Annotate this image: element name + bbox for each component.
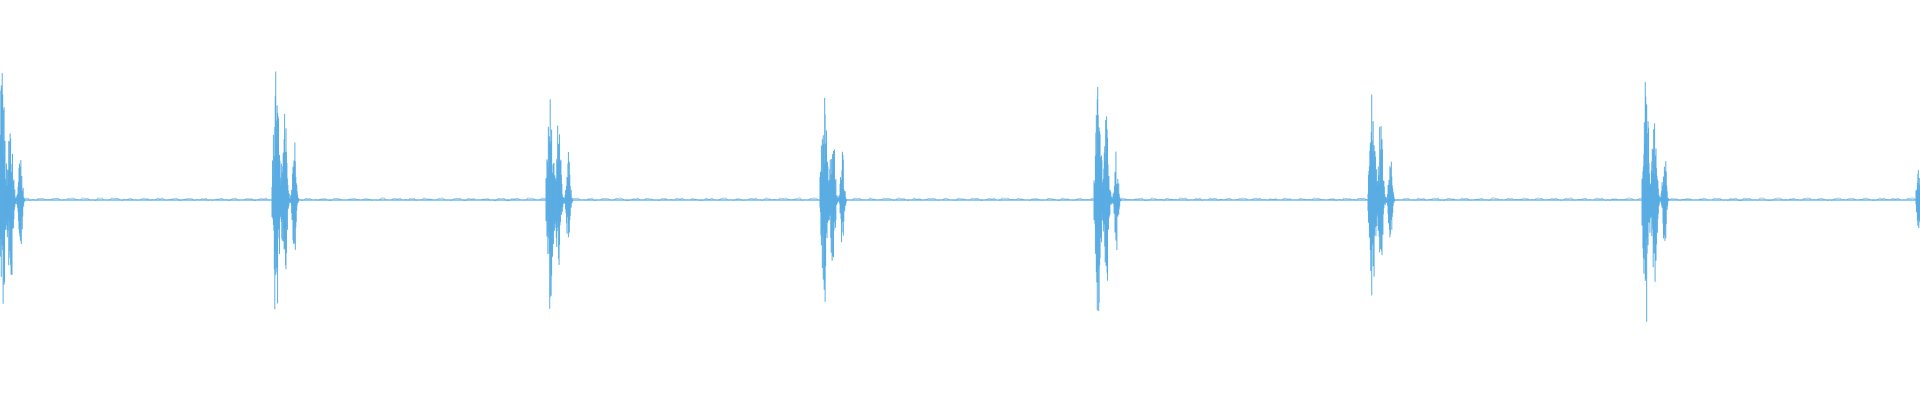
- waveform-noise-floor: [0, 197, 1919, 202]
- waveform-burst: [1915, 169, 1920, 228]
- waveform-burst: [1641, 81, 1671, 322]
- waveform-baseline-group: [0, 197, 1920, 202]
- waveform-bursts-group: [0, 71, 1920, 322]
- waveform-burst: [819, 97, 849, 302]
- waveform-burst: [545, 99, 575, 309]
- waveform-burst: [0, 73, 27, 304]
- waveform-burst: [271, 71, 301, 310]
- waveform-burst: [1367, 94, 1397, 296]
- waveform-burst: [1093, 86, 1123, 311]
